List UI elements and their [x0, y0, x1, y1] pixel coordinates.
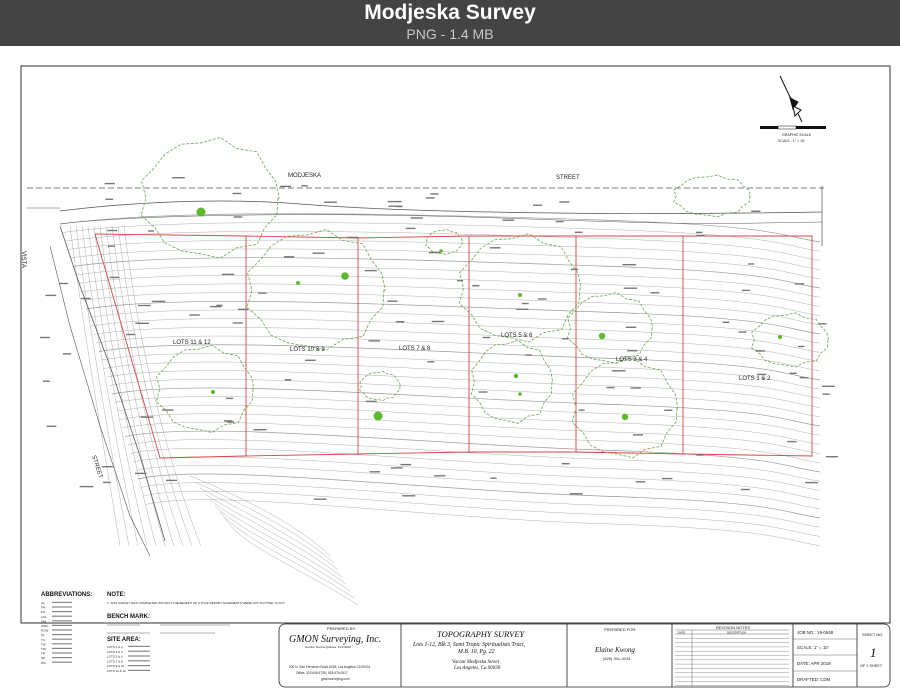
survey-line-4: Los Angeles, Ca 90039 [453, 666, 501, 671]
graphic-scale: GRAPHIC SCALE SCALE : 1" = 10' [760, 125, 826, 143]
prepared-for-label: PREPARED FOR: [604, 627, 636, 632]
revision-desc-col: DESCRIPTION [727, 630, 746, 634]
revision-heading: REVISION NOTES [716, 625, 750, 630]
site-area-row: LOTS 11 & 12 [107, 669, 126, 673]
client-name: Elaine Kwong [594, 646, 635, 654]
street-lines [27, 186, 824, 557]
company-phone: Office: 323.606.6735 | 818.476.0517 [296, 671, 348, 675]
abbreviation-item: TW [41, 642, 46, 646]
client-phone: (626) 341-4243 [603, 656, 631, 661]
abbreviation-item: WV [41, 661, 46, 665]
survey-title: TOPOGRAPHY SURVEY [437, 629, 526, 639]
lot-label-1-2: LOTS 1 & 2 [739, 376, 771, 382]
viewer-header: Modjeska Survey PNG - 1.4 MB [0, 0, 900, 46]
abbreviation-item: SL [41, 633, 45, 637]
site-area-row: LOTS 9 & 10 [107, 664, 125, 668]
site-area-heading: SITE AREA: [107, 637, 141, 643]
lot-label-3-4: LOTS 3 & 4 [616, 357, 648, 363]
sheet-of: OF 1 SHEET [860, 664, 883, 668]
abbreviation-item: LOL [41, 615, 47, 619]
site-area-row: LOTS 1 & 2 [107, 645, 123, 649]
spot-elevations [40, 177, 838, 500]
survey-line-1: Lots 1-12, Blk 3, Semi Tropic Spirituali… [412, 642, 526, 648]
file-meta: PNG - 1.4 MB [406, 26, 494, 42]
abbreviation-item: TW [41, 647, 46, 651]
revision-date-col: DATE [678, 630, 685, 634]
site-area-row: LOTS 7 & 8 [107, 659, 123, 663]
abbreviation-item: ROW [41, 629, 49, 633]
drawing-border [20, 65, 891, 624]
site-area-row: LOTS 5 & 6 [107, 655, 123, 659]
tree-canopies [140, 136, 830, 459]
contour-lines [59, 213, 821, 606]
street-label-top-suffix: STREET [556, 175, 580, 181]
note-heading: NOTE: [107, 592, 126, 598]
abbreviation-item: CL [41, 601, 45, 605]
company-name: GMON Surveying, Inc. [289, 634, 381, 645]
graphic-scale-title: GRAPHIC SCALE [782, 133, 812, 137]
lot-label-10-9: LOTS 10 & 9 [290, 347, 325, 353]
abbreviation-item: OWC [41, 624, 49, 628]
sheet-no-label: SHEET NO. [862, 632, 884, 637]
lot-label-7-8: LOTS 7 & 8 [399, 346, 431, 352]
note-text: 1. THIS SURVEY WAS COMPLETED WITHOUT THE… [107, 601, 285, 605]
company-sub: Gordon Garcia-Quarles, PLS 8246 [305, 645, 351, 649]
abbreviations-heading: ABBREVIATIONS: [41, 592, 92, 598]
street-label-left-vertical: VISTA [20, 251, 26, 268]
abbreviation-item: FS [41, 610, 45, 614]
abbreviation-item: TC [41, 638, 46, 642]
survey-line-3: Vacant Modjeska Street [452, 660, 500, 665]
revision-rows [675, 638, 789, 686]
revision-notes-table [675, 629, 789, 686]
title-block [278, 623, 891, 688]
abbreviation-item: TR [41, 652, 46, 656]
survey-drawing: MODJESKA STREET STREET VISTA LOTS 11 & 1… [20, 65, 891, 688]
lot-boundaries [94, 233, 813, 459]
sheet-no: 1 [870, 645, 877, 660]
abbreviation-item: OW [41, 619, 46, 623]
north-arrow-icon [779, 75, 803, 123]
file-title: Modjeska Survey [364, 1, 536, 24]
site-area-row: LOTS 3 & 4 [107, 650, 123, 654]
company-web: gmonsurveying.com [321, 677, 350, 681]
job-number: JOB NO.: 19-0648 [797, 630, 834, 635]
graphic-scale-value: SCALE : 1" = 10' [778, 139, 805, 143]
street-label-left: STREET [90, 455, 103, 480]
survey-line-2: M.B. 10, Pg. 22 [457, 649, 495, 655]
lot-label-5-6: LOTS 5 & 6 [501, 333, 533, 339]
job-drafted: DRAFTED: CDM [797, 677, 831, 682]
company-address: 200 N. San Fernando Road #31B, Los Angel… [289, 665, 371, 669]
prepared-by-label: PREPARED BY: [327, 626, 356, 631]
abbreviation-item: UP [41, 656, 45, 660]
abbreviation-item: FH [41, 606, 45, 610]
job-date: DATE: APR 2019 [797, 661, 831, 666]
street-label-top: MODJESKA [288, 173, 321, 179]
job-scale: SCALE: 1" = 10' [797, 645, 829, 650]
bench-mark-heading: BENCH MARK: [107, 614, 150, 620]
tree-markers [196, 207, 782, 421]
survey-sheet: MODJESKA STREET STREET VISTA LOTS 11 & 1… [0, 46, 900, 689]
lot-label-11-12: LOTS 11 & 12 [173, 340, 211, 346]
